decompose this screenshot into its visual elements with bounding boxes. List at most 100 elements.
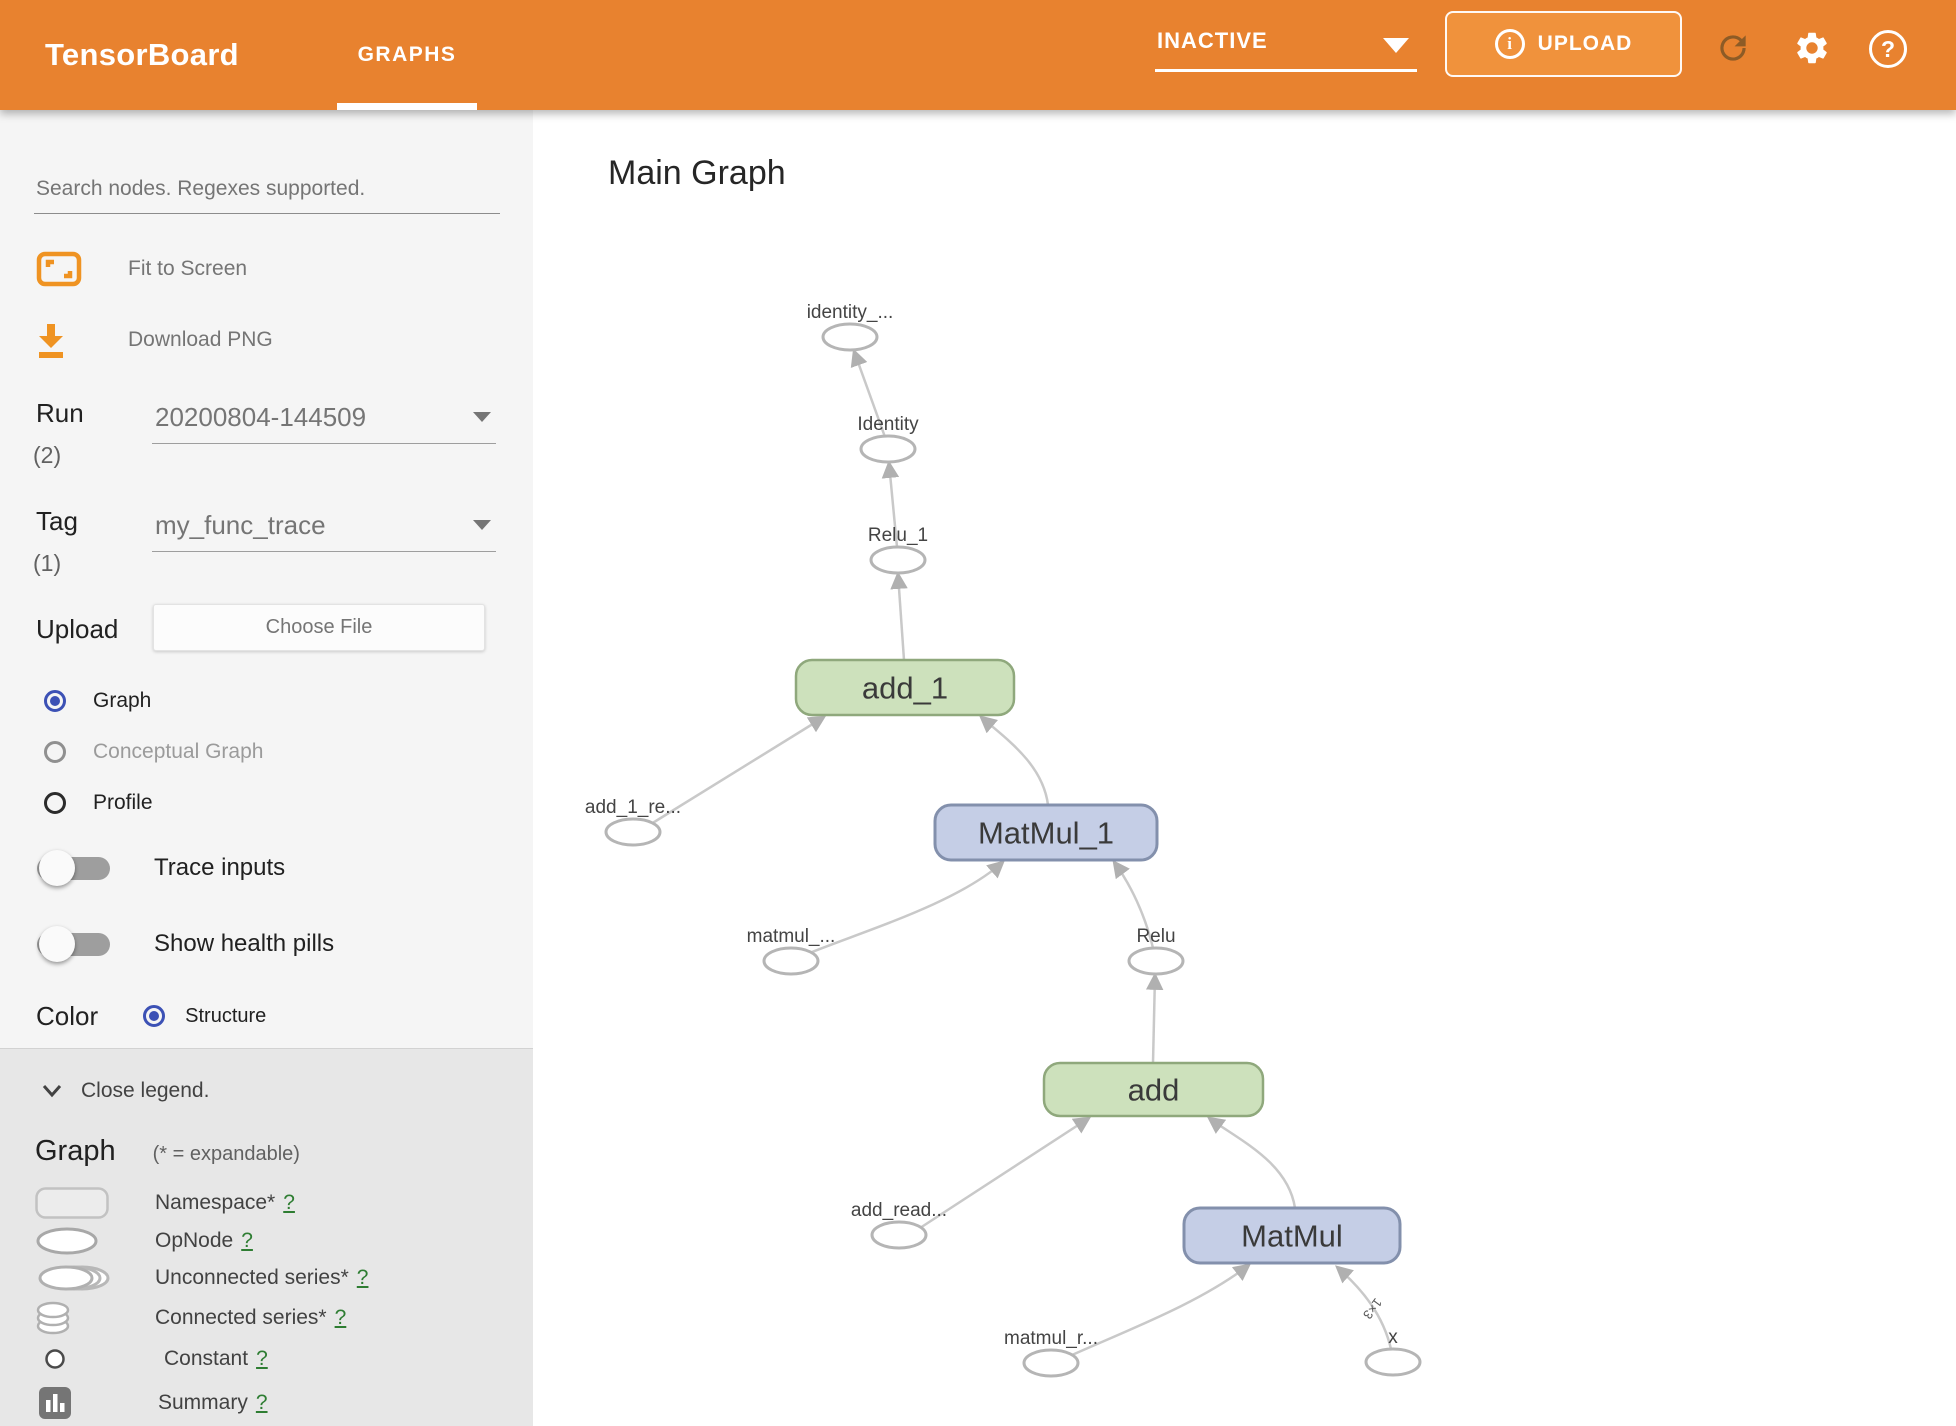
dropdown-underline: [1155, 69, 1417, 72]
legend-label: Namespace*: [155, 1191, 276, 1214]
run-label: Run: [36, 398, 84, 428]
help-link[interactable]: ?: [256, 1347, 268, 1370]
refresh-icon[interactable]: [1713, 28, 1753, 68]
choose-file-button[interactable]: Choose File: [153, 604, 485, 651]
chevron-down-icon: [1383, 38, 1409, 53]
run-dropdown-underline: [152, 443, 496, 444]
help-link[interactable]: ?: [334, 1306, 347, 1329]
node-label: Identity: [857, 414, 919, 435]
legend-heading: Graph (* = expandable): [35, 1135, 300, 1168]
legend-label: Summary: [158, 1391, 248, 1414]
help-link[interactable]: ?: [283, 1191, 295, 1214]
upload-button[interactable]: i UPLOAD: [1445, 11, 1682, 77]
node-label: Relu_1: [868, 525, 928, 546]
show-health-pills-toggle[interactable]: Show health pills: [37, 922, 334, 966]
radio-profile-label: Profile: [93, 791, 153, 814]
legend-label: Unconnected series*: [155, 1266, 349, 1289]
trace-inputs-toggle[interactable]: Trace inputs: [37, 846, 285, 890]
search-input[interactable]: [34, 165, 500, 214]
graph-node-Relu[interactable]: Relu: [1127, 926, 1185, 976]
upload-file-label: Upload: [36, 614, 119, 644]
graph-edge: [1071, 1263, 1252, 1357]
graph-node-matmul_read[interactable]: matmul_...: [747, 926, 836, 976]
trace-inputs-label: Trace inputs: [154, 854, 286, 881]
node-label: MatMul: [1241, 1219, 1343, 1254]
graph-node-matmul_r[interactable]: matmul_r...: [1004, 1328, 1098, 1378]
graph-node-x[interactable]: x: [1364, 1327, 1422, 1377]
radio-icon: [44, 792, 66, 814]
graph-node-add[interactable]: add: [1042, 1061, 1265, 1118]
radio-graph-label: Graph: [93, 689, 152, 712]
tab-graphs[interactable]: GRAPHS: [357, 43, 457, 66]
app-title: TensorBoard: [45, 37, 239, 72]
fit-to-screen-icon: [36, 251, 82, 287]
graph-node-Relu_1[interactable]: Relu_1: [868, 525, 928, 575]
toggle-switch-icon: [37, 925, 110, 962]
upload-button-label: UPLOAD: [1537, 32, 1633, 55]
radio-graph[interactable]: Graph: [44, 686, 151, 716]
chevron-down-icon[interactable]: [473, 412, 491, 422]
constant-swatch-icon: [45, 1349, 65, 1369]
node-label: add_1_re...: [585, 797, 681, 818]
close-legend-label: Close legend.: [81, 1079, 210, 1102]
summary-swatch-icon: [39, 1387, 71, 1419]
graph-node-MatMul_1[interactable]: MatMul_1: [933, 803, 1159, 862]
graph-node-identity_out[interactable]: identity_...: [807, 302, 894, 352]
radio-profile[interactable]: Profile: [44, 788, 153, 818]
help-link[interactable]: ?: [356, 1266, 369, 1289]
legend-item-unconnected-series: Unconnected series*?: [35, 1259, 368, 1297]
graph-edge: [1145, 972, 1164, 1064]
close-legend-button[interactable]: Close legend.: [40, 1079, 209, 1103]
node-label: matmul_r...: [1004, 1328, 1098, 1349]
legend-note: (* = expandable): [152, 1143, 300, 1165]
legend-item-summary: Summary?: [35, 1384, 268, 1422]
run-count: (2): [33, 442, 62, 468]
graph-node-add_1_read[interactable]: add_1_re...: [585, 797, 681, 847]
graph-edge: [979, 715, 1050, 806]
toggle-switch-icon: [37, 849, 110, 886]
radio-structure[interactable]: [143, 1005, 166, 1027]
help-link[interactable]: ?: [255, 1391, 268, 1414]
chevron-down-icon: [42, 1085, 62, 1098]
environment-dropdown[interactable]: INACTIVE: [1155, 0, 1420, 110]
graph-node-MatMul[interactable]: MatMul: [1182, 1206, 1402, 1265]
tag-dropdown[interactable]: my_func_trace: [155, 510, 326, 540]
choose-file-label: Choose File: [265, 616, 373, 638]
fit-to-screen-button[interactable]: Fit to Screen: [36, 244, 247, 294]
radio-icon: [44, 741, 66, 763]
help-link[interactable]: ?: [241, 1229, 253, 1252]
graph-node-add_1[interactable]: add_1: [794, 658, 1016, 717]
gear-icon[interactable]: [1792, 28, 1832, 68]
run-dropdown[interactable]: 20200804-144509: [155, 402, 367, 432]
node-label: identity_...: [807, 302, 894, 323]
node-label: add_read...: [851, 1200, 947, 1221]
tag-label: Tag: [36, 506, 78, 536]
radio-conceptual-graph[interactable]: Conceptual Graph: [44, 737, 263, 767]
download-icon: [39, 324, 63, 358]
legend-item-namespace: Namespace*?: [35, 1184, 295, 1222]
node-label: add: [1128, 1073, 1180, 1108]
graph-node-add_read[interactable]: add_read...: [851, 1200, 947, 1250]
legend-title: Graph: [35, 1135, 116, 1167]
graph-edge: [650, 715, 827, 826]
legend-panel: Close legend. Graph (* = expandable) Nam…: [0, 1048, 533, 1426]
node-label: Relu: [1136, 926, 1175, 947]
namespace-swatch-icon: [35, 1187, 109, 1219]
radio-conceptual-graph-label: Conceptual Graph: [93, 740, 264, 763]
graph-node-Identity[interactable]: Identity: [857, 414, 919, 464]
help-icon[interactable]: ?: [1869, 30, 1907, 68]
chevron-down-icon[interactable]: [473, 520, 491, 530]
main-graph-title: Main Graph: [608, 154, 786, 192]
download-png-button[interactable]: Download PNG: [36, 315, 273, 365]
sidebar: Fit to Screen Download PNG Run (2) 20200…: [0, 110, 533, 1426]
graph-edge: [811, 860, 1005, 954]
unconnected-series-swatch-icon: [38, 1265, 110, 1291]
graph-edge: [850, 348, 887, 438]
show-health-pills-label: Show health pills: [154, 930, 335, 957]
legend-item-opnode: OpNode?: [35, 1222, 253, 1260]
radio-icon: [44, 690, 66, 712]
legend-label: Constant: [164, 1347, 249, 1370]
legend-item-constant: Constant?: [35, 1340, 268, 1378]
graph-edge: [1206, 1116, 1297, 1209]
